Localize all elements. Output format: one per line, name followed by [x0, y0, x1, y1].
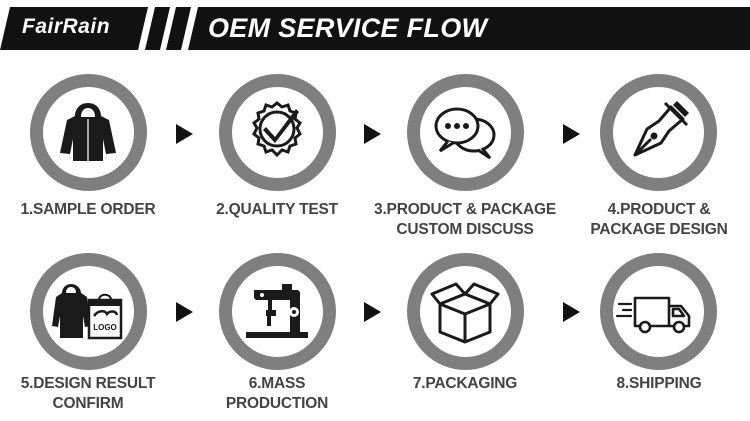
step-2-label: 2.QUALITY TEST: [216, 201, 338, 218]
brand-logo: FairRain: [22, 15, 111, 38]
open-box-icon: [430, 282, 500, 344]
page-title: OEM SERVICE FLOW: [208, 13, 488, 43]
pen-nib-icon: [633, 101, 689, 157]
raincoat-icon: [60, 103, 116, 161]
step-7-circle: [407, 253, 524, 370]
sewing-machine-icon: [246, 284, 308, 338]
step-2-circle: [219, 74, 336, 191]
delivery-truck-icon: [615, 296, 691, 334]
arrow-2: [364, 124, 381, 144]
banner-shapes: [0, 7, 750, 50]
step-4-label: 4.PRODUCT &PACKAGE DESIGN: [590, 201, 728, 238]
svg-text:LOGO: LOGO: [93, 323, 117, 332]
chat-bubbles-icon: [434, 107, 496, 160]
arrow-6: [563, 302, 580, 322]
raincoat-logo-bag-icon: LOGO: [52, 284, 123, 340]
step-4-circle: [600, 74, 717, 191]
step-8-label: 8.SHIPPING: [616, 375, 702, 392]
arrow-1: [176, 124, 193, 144]
step-1-circle: [30, 74, 147, 191]
step-6-circle: [219, 253, 336, 370]
step-1-label: 1.SAMPLE ORDER: [20, 201, 156, 218]
arrow-5: [364, 302, 381, 322]
header-banner: FairRain OEM SERVICE FLOW: [0, 7, 750, 50]
quality-check-icon: [252, 101, 302, 158]
arrow-3: [563, 124, 580, 144]
step-8-circle: [600, 253, 717, 370]
step-3-circle: [407, 74, 524, 191]
step-7-label: 7.PACKAGING: [412, 375, 518, 392]
arrow-4: [176, 302, 193, 322]
step-5-circle: LOGO: [30, 253, 147, 370]
